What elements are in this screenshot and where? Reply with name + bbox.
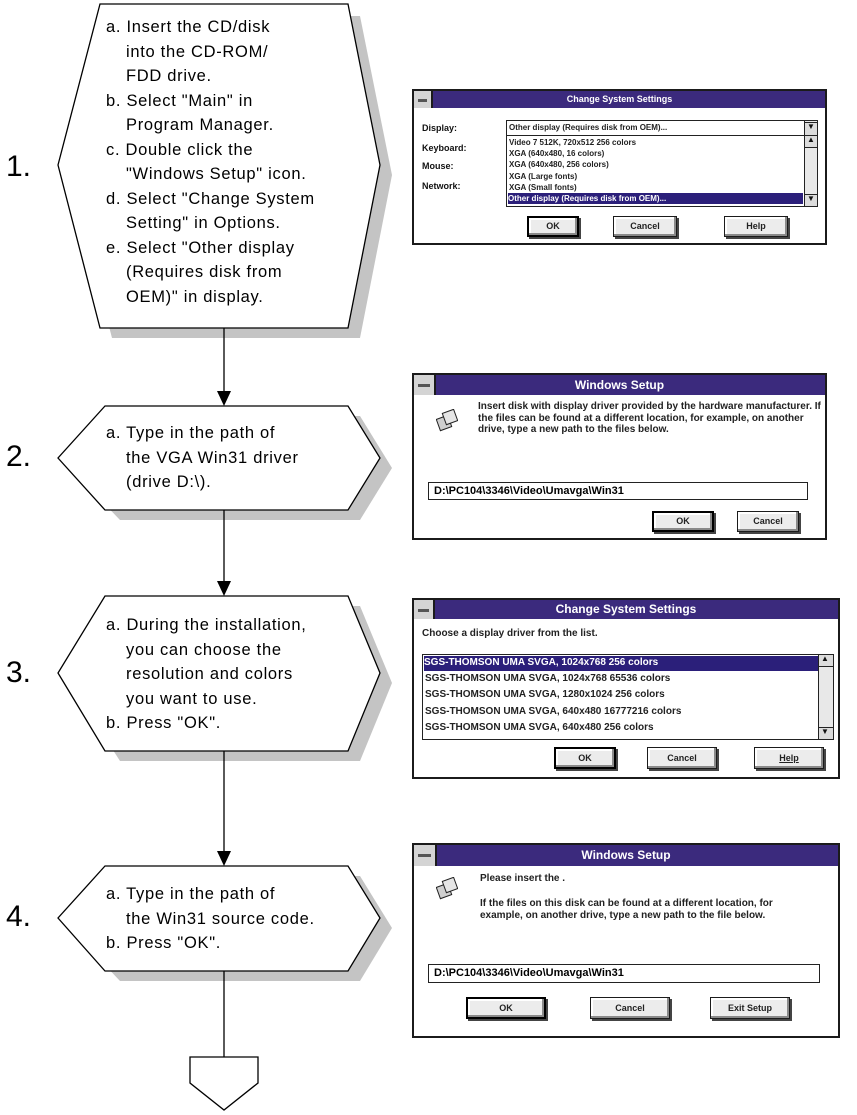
list-item[interactable]: Video 7 512K, 720x512 256 colors — [509, 138, 637, 147]
instruction-line: the Win31 source code. — [126, 909, 315, 928]
keyboard-label: Keyboard: — [422, 143, 467, 153]
choose-driver-dialog: Change System Settings Choose a display … — [412, 598, 840, 779]
display-label: Display: — [422, 123, 458, 133]
windows-setup-dialog-1: Windows Setup Insert disk with display d… — [412, 373, 827, 540]
step3-instructions: a. During the installation, you can choos… — [106, 613, 307, 736]
instruction-line: a. Type in the path of — [106, 885, 276, 903]
display-select-arrow[interactable] — [804, 121, 817, 135]
instruction-line: FDD drive. — [126, 67, 212, 85]
instruction-line: (drive D:\). — [126, 473, 212, 491]
help-button[interactable]: Help — [754, 747, 824, 769]
instruction-line: Program Manager. — [126, 116, 274, 134]
arrowhead-3-4 — [217, 851, 231, 866]
dialog-title: Windows Setup — [574, 378, 665, 392]
step1-number: 1. — [6, 150, 32, 183]
display-list[interactable]: Other display (Requires disk from OEM)..… — [506, 135, 818, 207]
dialog-title: Windows Setup — [581, 848, 671, 862]
system-menu-icon[interactable] — [414, 600, 435, 619]
list-item[interactable]: XGA (640x480, 256 colors) — [509, 160, 609, 170]
instruction-line: b. Press "OK". — [106, 714, 222, 732]
instruction-line: the VGA Win31 driver — [126, 448, 299, 467]
choose-driver-prompt: Choose a display driver from the list. — [422, 628, 598, 639]
mouse-label: Mouse: — [422, 161, 454, 171]
instruction-line: resolution and colors — [126, 665, 293, 683]
instruction-line: d. Select "Change System — [106, 189, 315, 208]
disk-icon — [436, 409, 458, 432]
title-bar: Change System Settings — [414, 91, 825, 108]
instruction-line: a. During the installation, — [106, 616, 307, 634]
step2-number: 2. — [6, 440, 32, 473]
step2-shape — [57, 405, 381, 511]
list-item[interactable]: SGS-THOMSON UMA SVGA, 1024x768 65536 col… — [425, 673, 671, 685]
instruction-line: into the CD-ROM/ — [126, 42, 269, 61]
step2-instructions: a. Type in the path of the VGA Win31 driv… — [106, 421, 299, 495]
driver-list[interactable]: SGS-THOMSON UMA SVGA, 1024x768 256 color… — [422, 654, 834, 740]
ok-button[interactable]: OK — [527, 216, 579, 237]
step4-number: 4. — [6, 900, 32, 933]
step1-shape — [57, 3, 381, 329]
list-item[interactable]: XGA (Small fonts) — [509, 182, 577, 192]
disk-icon — [436, 877, 458, 900]
cancel-button[interactable]: Cancel — [613, 216, 677, 237]
instruction-line: b. Press "OK". — [106, 934, 222, 952]
change-system-settings-dialog: Change System Settings Display: Keyboard… — [412, 89, 827, 245]
list-item[interactable]: XGA (Large fonts) — [509, 171, 578, 181]
title-bar: Windows Setup — [414, 845, 838, 866]
instruction-line: Setting" in Options. — [126, 214, 281, 232]
insert-prompt: Please insert the . — [480, 873, 566, 884]
dialog-title: Change System Settings — [566, 94, 673, 104]
list-item[interactable]: XGA (640x480, 16 colors) — [509, 149, 605, 159]
instruction-line: you can choose the — [126, 640, 282, 659]
dialog-title: Change System Settings — [555, 602, 697, 616]
arrowhead-2-3 — [217, 581, 231, 596]
instruction-line: a. Insert the CD/disk — [106, 18, 271, 36]
step3-shape — [57, 595, 381, 752]
network-label: Network: — [422, 181, 461, 191]
step1-instructions: a. Insert the CD/disk into the CD-ROM/FDD… — [106, 15, 315, 309]
instruction-message: Insert disk with display driver provided… — [478, 401, 821, 435]
list-item[interactable]: SGS-THOMSON UMA SVGA, 1024x768 256 color… — [424, 656, 819, 671]
list-item[interactable]: SGS-THOMSON UMA SVGA, 1280x1024 256 colo… — [425, 689, 665, 701]
instruction-line: b. Select "Main" in — [106, 91, 253, 110]
instruction-line: e. Select "Other display — [106, 238, 295, 257]
instruction-line: you want to use. — [126, 689, 258, 708]
cancel-button[interactable]: Cancel — [647, 747, 717, 769]
help-button[interactable]: Help — [724, 216, 788, 237]
title-bar: Windows Setup — [414, 375, 825, 395]
ok-button[interactable]: OK — [652, 511, 714, 532]
driver-list-scrollbar[interactable] — [818, 655, 833, 739]
instruction-message: If the files on this disk can be found a… — [480, 898, 773, 921]
step4-shape — [57, 865, 381, 972]
system-menu-icon[interactable] — [414, 91, 433, 108]
instruction-line: OEM)" in display. — [126, 287, 264, 306]
list-item[interactable]: Other display (Requires disk from OEM)..… — [508, 193, 803, 204]
display-list-scrollbar[interactable] — [804, 136, 817, 206]
path-input[interactable]: D:\PC104\3346\Video\Umavga\Win31 — [428, 964, 820, 983]
instruction-line: c. Double click the — [106, 140, 254, 159]
display-select-value: Other display (Requires disk from OEM)..… — [509, 123, 668, 132]
title-bar: Change System Settings — [414, 600, 838, 619]
arrowhead-1-2 — [217, 391, 231, 406]
system-menu-icon[interactable] — [414, 845, 437, 866]
cancel-button[interactable]: Cancel — [737, 511, 799, 532]
ok-button[interactable]: OK — [466, 997, 546, 1019]
instruction-line: (Requires disk from — [126, 263, 283, 281]
path-input[interactable]: D:\PC104\3346\Video\Umavga\Win31 — [428, 482, 808, 500]
instruction-line: "Windows Setup" icon. — [126, 165, 307, 183]
exit-setup-button[interactable]: Exit Setup — [710, 997, 790, 1019]
step4-instructions: a. Type in the path of the Win31 source c… — [106, 882, 315, 956]
windows-setup-dialog-2: Windows Setup Please insert the . If the… — [412, 843, 840, 1038]
ok-button[interactable]: OK — [554, 747, 616, 769]
display-select[interactable]: Other display (Requires disk from OEM)..… — [506, 120, 818, 136]
list-item[interactable]: SGS-THOMSON UMA SVGA, 640x480 16777216 c… — [425, 705, 682, 717]
system-menu-icon[interactable] — [414, 375, 436, 395]
instruction-line: a. Type in the path of — [106, 424, 276, 442]
list-item[interactable]: SGS-THOMSON UMA SVGA, 640x480 256 colors — [425, 721, 654, 733]
step3-number: 3. — [6, 656, 32, 689]
help-button-label: Help — [779, 753, 799, 763]
cancel-button[interactable]: Cancel — [590, 997, 670, 1019]
offpage-connector — [189, 1056, 259, 1111]
